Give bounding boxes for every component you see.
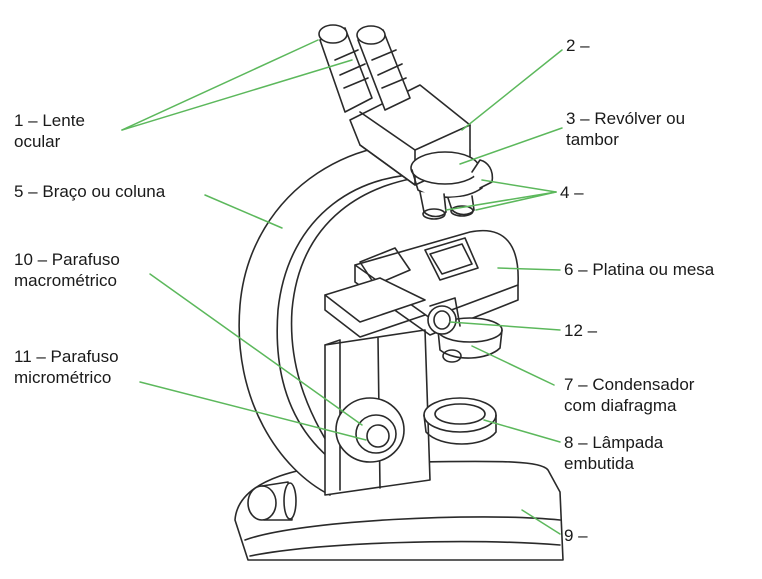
label-platina: 6 – Platina ou mesa bbox=[564, 259, 714, 280]
label-12: 12 – bbox=[564, 320, 597, 341]
leader-10 bbox=[149, 273, 363, 426]
leader-4b bbox=[445, 191, 557, 211]
stage-plate bbox=[324, 229, 519, 338]
leader-1b bbox=[121, 59, 353, 131]
label-9-line1: 9 – bbox=[564, 526, 588, 545]
label-braco-line1: 5 – Braço ou coluna bbox=[14, 182, 166, 201]
leader-9 bbox=[521, 509, 561, 535]
label-lampada: 8 – Lâmpada embutida bbox=[564, 432, 663, 474]
eyepieces bbox=[318, 24, 411, 113]
focus-knob bbox=[335, 397, 405, 463]
label-condensador-line2: com diafragma bbox=[564, 396, 677, 415]
label-2: 2 – bbox=[566, 35, 590, 56]
base-knob bbox=[247, 481, 297, 521]
label-condensador: 7 – Condensador com diafragma bbox=[564, 374, 694, 416]
leader-6 bbox=[497, 267, 561, 271]
label-12-line1: 12 – bbox=[564, 321, 598, 340]
label-lente-ocular: 1 – Lente ocular bbox=[14, 110, 85, 152]
leader-12 bbox=[449, 321, 561, 331]
leader-3 bbox=[459, 127, 563, 165]
label-revolver: 3 – Revólver ou tambor bbox=[566, 108, 685, 150]
leader-4c bbox=[475, 191, 557, 211]
leader-lines bbox=[121, 39, 563, 535]
label-lampada-line1: 8 – Lâmpada bbox=[564, 433, 664, 452]
label-macrometrico-line1: 10 – Parafuso bbox=[14, 250, 120, 269]
label-revolver-line2: tambor bbox=[566, 130, 619, 149]
lamp bbox=[423, 397, 497, 445]
leader-5 bbox=[204, 194, 283, 229]
leader-4a bbox=[481, 179, 557, 193]
label-macrometrico-line2: macrométrico bbox=[14, 271, 117, 290]
label-lente-ocular-line2: ocular bbox=[14, 132, 61, 151]
leader-2 bbox=[461, 49, 563, 131]
label-lente-ocular-line1: 1 – Lente bbox=[14, 111, 85, 130]
label-macrometrico: 10 – Parafuso macrométrico bbox=[14, 249, 120, 291]
label-revolver-line1: 3 – Revólver ou bbox=[566, 109, 686, 128]
leader-1a bbox=[121, 39, 319, 131]
stage-knob bbox=[427, 297, 461, 335]
label-micrometrico-line2: micrométrico bbox=[14, 368, 112, 387]
leader-7 bbox=[471, 345, 555, 386]
label-micrometrico: 11 – Parafuso micrométrico bbox=[14, 346, 119, 388]
label-braco: 5 – Braço ou coluna bbox=[14, 181, 165, 202]
label-4: 4 – bbox=[560, 182, 584, 203]
leader-8 bbox=[483, 419, 561, 443]
leader-11 bbox=[139, 381, 367, 441]
label-micrometrico-line1: 11 – Parafuso bbox=[14, 347, 119, 366]
label-lampada-line2: embutida bbox=[564, 454, 634, 473]
label-2-line1: 2 – bbox=[566, 36, 590, 55]
label-condensador-line1: 7 – Condensador bbox=[564, 375, 695, 394]
label-platina-line1: 6 – Platina ou mesa bbox=[564, 260, 715, 279]
nosepiece bbox=[410, 151, 483, 199]
label-4-line1: 4 – bbox=[560, 183, 584, 202]
label-9: 9 – bbox=[564, 525, 588, 546]
